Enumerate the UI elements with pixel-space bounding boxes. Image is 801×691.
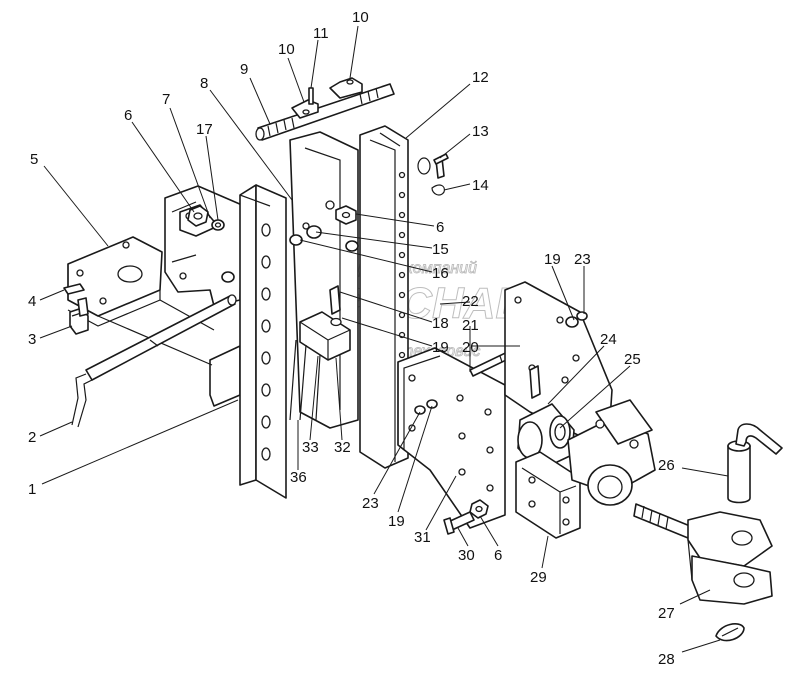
rail-holes: [398, 171, 406, 359]
callout-label: 29: [530, 569, 547, 586]
callout-label: 10: [352, 9, 369, 26]
callout-label: 36: [290, 469, 307, 486]
nut-washer-set: [187, 205, 359, 283]
callout-label: 22: [462, 293, 479, 310]
coupling-housing-part: [515, 399, 656, 539]
plate-holes: [408, 374, 494, 492]
callout-label: 32: [334, 439, 351, 456]
right-frame-part: [504, 281, 613, 437]
callout-label: 9: [240, 61, 248, 78]
clamp-block-part: [289, 285, 351, 421]
callout-label: 6: [124, 107, 132, 124]
callout-label: 23: [362, 495, 379, 512]
base-plate-part: [67, 236, 163, 327]
callout-label: 19: [544, 251, 561, 268]
callout-label: 28: [658, 651, 675, 668]
leader-lines: [39, 25, 729, 653]
callout-labels: 10 11 10 9 8 7 6 17 5 4 3 2 1 12 13 14 6…: [28, 9, 675, 668]
threaded-rod-part: [255, 83, 395, 141]
callout-label: 30: [458, 547, 475, 564]
coupling-shaft-part: [517, 403, 575, 471]
hitch-pin-part: [727, 423, 783, 504]
bottom-bolt-part: [443, 499, 489, 535]
callout-label: 14: [472, 177, 489, 194]
callout-label: 10: [278, 41, 295, 58]
callout-label: 31: [414, 529, 431, 546]
callout-label: 3: [28, 331, 36, 348]
callout-label: 27: [658, 605, 675, 622]
left-bolt-part: [63, 283, 89, 335]
callout-label: 16: [432, 265, 449, 282]
hitch-clevis-part: [633, 503, 773, 605]
callout-label: 17: [196, 121, 213, 138]
pin-clip-part: [417, 153, 449, 196]
callout-label: 7: [162, 91, 170, 108]
callout-label: 23: [574, 251, 591, 268]
callout-label: 11: [313, 25, 329, 42]
callout-label: 20: [462, 339, 479, 356]
clamp-part-right: [329, 77, 363, 99]
rail-part: [359, 125, 409, 469]
column-holes: [261, 223, 271, 461]
small-plug-part: [715, 623, 745, 642]
callout-label: 19: [432, 339, 449, 356]
small-washers-part: [414, 399, 438, 415]
rear-frame-part: [289, 131, 359, 429]
callout-label: 15: [432, 241, 449, 258]
callout-label: 6: [494, 547, 502, 564]
callout-label: 13: [472, 123, 489, 140]
callout-label: 18: [432, 315, 449, 332]
callout-label: 21: [462, 317, 479, 334]
callout-label: 4: [28, 293, 36, 310]
mounting-plate-part: [397, 347, 506, 529]
callout-label: 25: [624, 351, 641, 368]
callout-label: 6: [436, 219, 444, 236]
callout-label: 12: [472, 69, 489, 86]
callout-label: 24: [600, 331, 617, 348]
callout-label: 8: [200, 75, 208, 92]
callout-label: 2: [28, 429, 36, 446]
callout-label: 26: [658, 457, 675, 474]
callout-label: 1: [28, 481, 36, 498]
callout-label: 33: [302, 439, 319, 456]
callout-label: 19: [388, 513, 405, 530]
left-column-part: [239, 184, 287, 499]
callout-label: 5: [30, 151, 38, 168]
rod-part: [71, 294, 237, 428]
small-bolt-part: [308, 87, 314, 105]
